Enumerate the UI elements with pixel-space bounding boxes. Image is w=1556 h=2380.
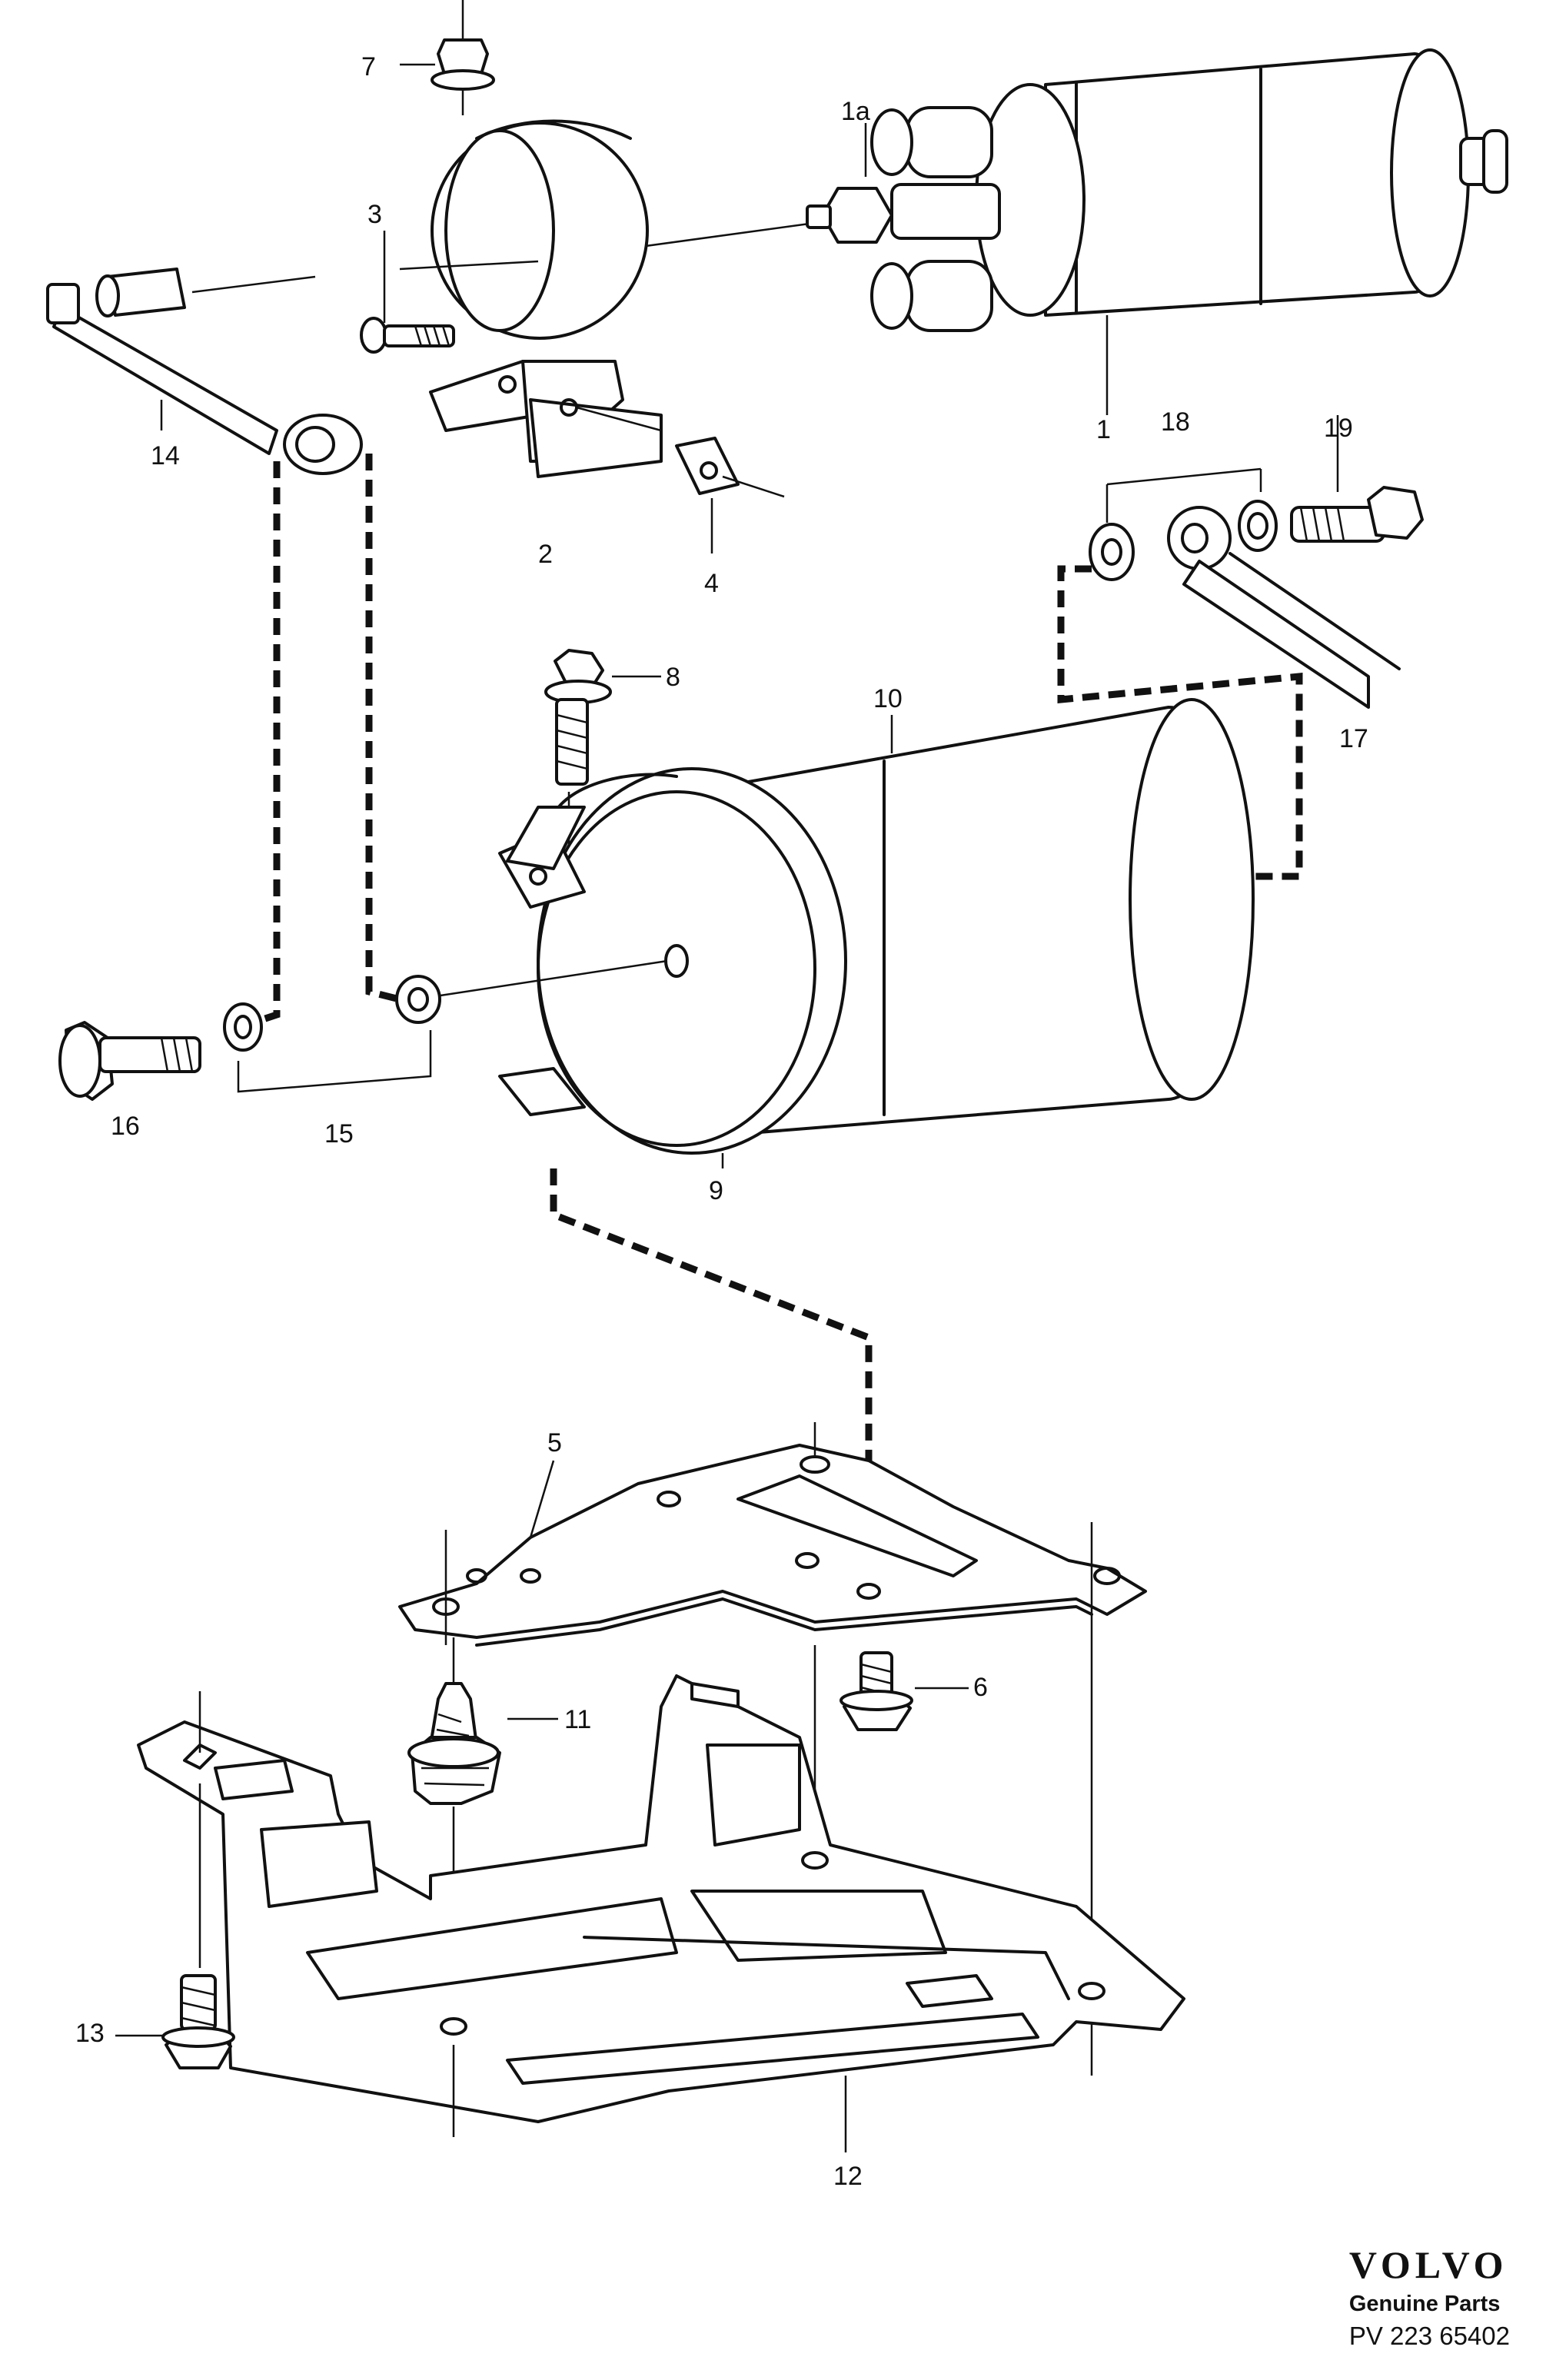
part-labels: 1 1a 2 3 4 5 6 7 8 9 10 11 12 13 14 15 1… — [75, 52, 1368, 2191]
volvo-logo: VOLVO — [1348, 2243, 1508, 2286]
label-part-14: 14 — [151, 441, 180, 470]
banjo-bolt-19 — [1290, 415, 1424, 543]
label-part-1: 1 — [1096, 415, 1111, 444]
mounting-plate-5 — [398, 1422, 1147, 2076]
label-part-10: 10 — [873, 684, 903, 713]
label-part-2: 2 — [538, 540, 553, 569]
label-part-5: 5 — [547, 1428, 562, 1458]
washer-15 — [223, 975, 441, 1093]
label-part-6: 6 — [973, 1673, 988, 1702]
diagram-code: PV 223 65402 — [1348, 2322, 1510, 2350]
label-part-4: 4 — [704, 569, 719, 598]
label-part-18: 18 — [1161, 407, 1190, 437]
banjo-union-18 — [1089, 467, 1278, 581]
label-part-13: 13 — [75, 2019, 105, 2048]
label-part-17: 17 — [1339, 724, 1368, 753]
bolt-3 — [360, 231, 455, 354]
brand-block: VOLVO Genuine Parts PV 223 65402 — [1349, 2245, 1510, 2351]
flange-nut-7 — [400, 0, 495, 115]
label-part-12: 12 — [833, 2162, 863, 2191]
label-part-8: 8 — [666, 663, 680, 692]
label-part-16: 16 — [111, 1112, 140, 1141]
brand-subtitle: Genuine Parts — [1348, 2292, 1501, 2316]
bolt-8 — [544, 649, 661, 892]
filter-holder-9 — [414, 767, 847, 1168]
bolt-16 — [58, 1021, 201, 1101]
label-part-3: 3 — [367, 200, 382, 229]
bolt-6 — [840, 1651, 969, 1731]
dashed-leader-14-16 — [252, 454, 401, 1026]
label-part-9: 9 — [709, 1176, 723, 1205]
clamp-bracket-2 — [399, 119, 816, 478]
dashed-leader-17 — [1057, 565, 1303, 880]
label-part-1a: 1a — [841, 97, 870, 126]
label-part-15: 15 — [324, 1119, 354, 1148]
label-part-11: 11 — [564, 1705, 591, 1734]
fuel-line-14 — [46, 268, 363, 475]
fuel-line-17 — [1182, 552, 1401, 709]
label-part-19: 19 — [1324, 414, 1353, 443]
label-part-7: 7 — [361, 52, 376, 81]
rubber-mount-11 — [407, 1637, 558, 2045]
bracket-12 — [137, 1674, 1185, 2152]
square-nut-4 — [576, 406, 785, 553]
fuel-pump-1 — [806, 48, 1508, 415]
bolt-13 — [115, 1783, 235, 2069]
